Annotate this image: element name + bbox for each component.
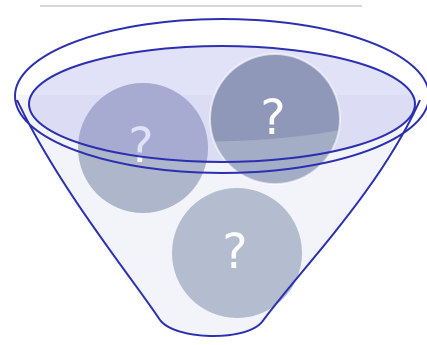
ball-right-question-mark: ? <box>260 90 285 146</box>
ball-bottom: ? <box>172 188 302 318</box>
ball-bottom-question-mark: ? <box>222 224 247 280</box>
